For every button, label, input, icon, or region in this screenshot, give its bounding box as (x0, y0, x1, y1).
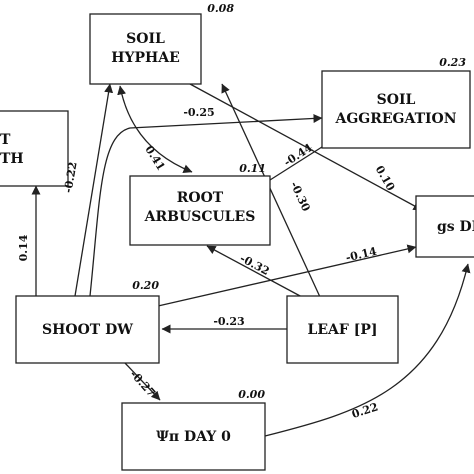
r-squared-value: 0.08 (207, 2, 234, 15)
coef-shoot-to-growth: 0.14 (17, 234, 30, 261)
node-label-line: LEAF [P] (308, 322, 378, 338)
coef-hyphae-arbuscules: 0.41 (142, 143, 167, 173)
r-squared-value: 0.23 (439, 56, 466, 69)
node-soil-hyphae: SOIL HYPHAE 0.08 (89, 2, 234, 85)
coef-leaf-to-arbuscules: -0.32 (238, 252, 272, 278)
edge-leaf-to-arbuscules (206, 245, 303, 298)
r-squared-value: 0.11 (239, 162, 266, 175)
node-label-line: SHOOT DW (42, 322, 133, 338)
coef-shoot-to-psi: -0.27 (127, 368, 158, 400)
node-label-line: AGGREGATION (334, 111, 456, 127)
node-label-line: SOIL (126, 31, 165, 47)
coef-psi-to-gs: 0.22 (350, 400, 380, 421)
edge-psi-to-gs (264, 263, 471, 437)
node-label-line: gs DR (437, 219, 474, 235)
node-root-arbuscules: ROOT ARBUSCULES 0.11 (129, 162, 271, 246)
node-label-line: Ψπ DAY 0 (156, 429, 231, 445)
edge-shoot-to-gs (157, 244, 417, 307)
coef-shoot-to-gs: -0.14 (344, 245, 378, 265)
r-squared-value: 0.00 (238, 388, 265, 401)
r-squared-value: 0.20 (132, 279, 159, 292)
coef-leaf-to-hyphae: -0.30 (288, 180, 313, 214)
edge-shoot-to-hyphae (74, 83, 114, 297)
node-psi-pi-day0: Ψπ DAY 0 0.00 (121, 388, 266, 471)
coef-hyphae-to-gs: 0.10 (373, 163, 398, 193)
node-root-growth: T TH (0, 110, 69, 187)
node-soil-aggregation: SOIL AGGREGATION 0.23 (321, 56, 471, 149)
node-gs-dr: gs DR (415, 195, 474, 258)
node-label-line: HYPHAE (111, 50, 180, 66)
edge-shoot-to-psi (124, 362, 161, 401)
coefficients: 0.14 -0.22 -0.25 0.41 -0.44 0.10 -0.30 -… (17, 106, 398, 421)
coef-leaf-to-shoot: -0.23 (213, 315, 244, 328)
node-label-line: ROOT (177, 190, 224, 206)
edge-leaf-to-hyphae (221, 83, 321, 298)
coef-shoot-to-aggregation: -0.25 (183, 106, 214, 119)
node-label-line: T (0, 132, 11, 148)
edge-hyphae-arbuscules (117, 85, 193, 173)
coef-shoot-to-hyphae: -0.22 (61, 161, 79, 194)
node-shoot-dw: SHOOT DW 0.20 (15, 279, 160, 364)
edges (31, 83, 471, 437)
edge-hyphae-to-gs (189, 83, 423, 211)
node-label-line: ARBUSCULES (144, 209, 256, 225)
node-label-line: TH (0, 151, 24, 167)
node-label-line: SOIL (377, 92, 416, 108)
node-leaf-p: LEAF [P] (286, 295, 399, 364)
coef-arbuscules-to-aggregation: -0.44 (281, 141, 315, 169)
